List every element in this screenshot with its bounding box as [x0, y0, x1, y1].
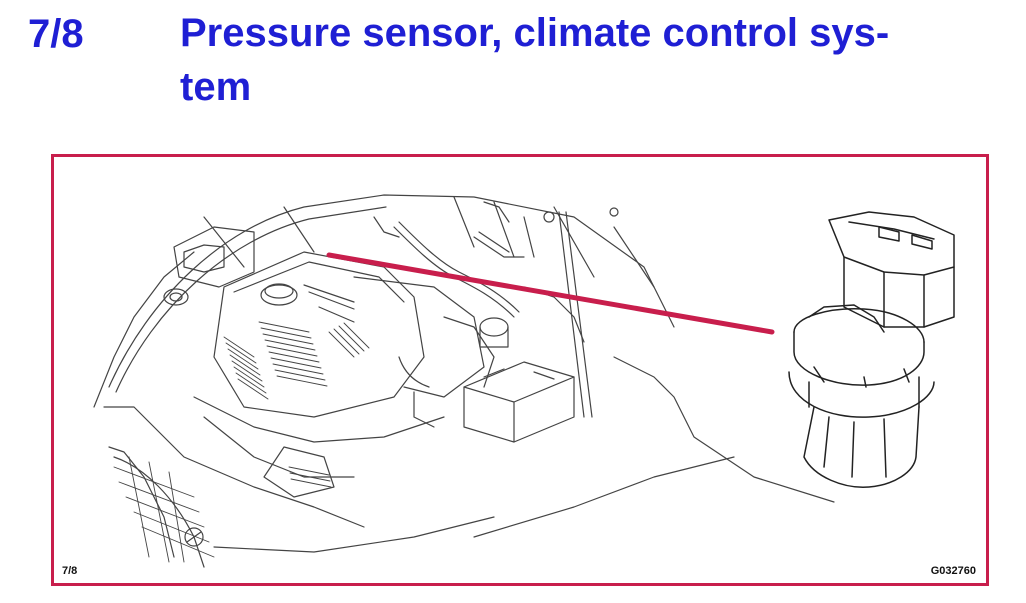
figure-frame: 7/8 G032760 — [51, 154, 989, 586]
page-title-line-1: Pressure sensor, climate control sys- — [180, 11, 890, 55]
pointer-line — [326, 252, 775, 335]
engine-bay-illustration — [93, 194, 955, 568]
page-title-line-2: tem — [180, 65, 252, 109]
page-title: Pressure sensor, climate control sys- te… — [180, 6, 1000, 114]
figure-label: 7/8 — [62, 565, 78, 577]
figure-id: G032760 — [930, 565, 976, 577]
section-number: 7/8 — [28, 12, 84, 56]
